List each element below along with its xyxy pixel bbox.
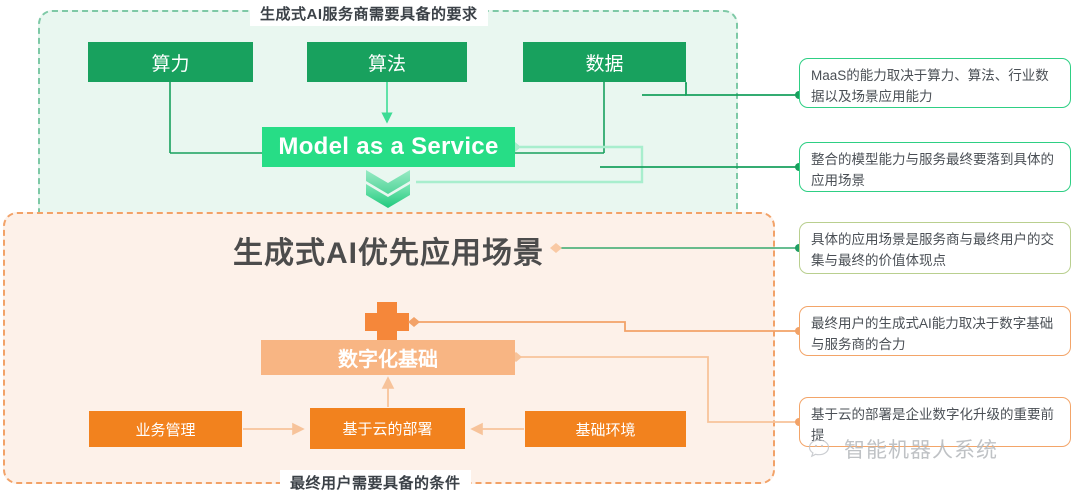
box-digital-foundation[interactable]: 数字化基础	[261, 340, 515, 375]
box-infrastructure-environment[interactable]: 基础环境	[525, 411, 686, 447]
box-cloud-deployment-label: 基于云的部署	[342, 421, 433, 438]
callout-maas-capability: MaaS的能力取决于算力、算法、行业数据以及场景应用能力	[799, 58, 1071, 108]
enduser-region-title: 最终用户需要具备的条件	[280, 470, 471, 493]
callout-scenario-value: 具体的应用场景是服务商与最终用户的交集与最终的价值体现点	[799, 222, 1071, 274]
box-algorithm[interactable]: 算法	[307, 42, 467, 82]
box-infrastructure-environment-label: 基础环境	[575, 421, 636, 439]
box-business-management-label: 业务管理	[135, 421, 196, 439]
box-cloud-deployment[interactable]: 基于云的部署	[310, 408, 465, 449]
box-maas-label: Model as a Service	[278, 133, 499, 160]
box-compute-label: 算力	[151, 53, 190, 75]
box-model-as-a-service[interactable]: Model as a Service	[262, 127, 515, 167]
provider-region-title: 生成式AI服务商需要具备的要求	[250, 1, 488, 26]
box-compute[interactable]: 算力	[88, 42, 253, 82]
headline-priority-scenarios: 生成式AI优先应用场景	[233, 237, 544, 270]
box-business-management[interactable]: 业务管理	[89, 411, 242, 447]
box-digital-foundation-label: 数字化基础	[338, 349, 438, 371]
callout-cloud-prerequisite: 基于云的部署是企业数字化升级的重要前提	[799, 397, 1071, 447]
box-data[interactable]: 数据	[523, 42, 686, 82]
box-data-label: 数据	[585, 53, 624, 75]
callout-model-service-landing: 整合的模型能力与服务最终要落到具体的应用场景	[799, 142, 1071, 192]
callout-enduser-capability: 最终用户的生成式AI能力取决于数字基础与服务商的合力	[799, 306, 1071, 356]
box-algorithm-label: 算法	[367, 53, 406, 75]
